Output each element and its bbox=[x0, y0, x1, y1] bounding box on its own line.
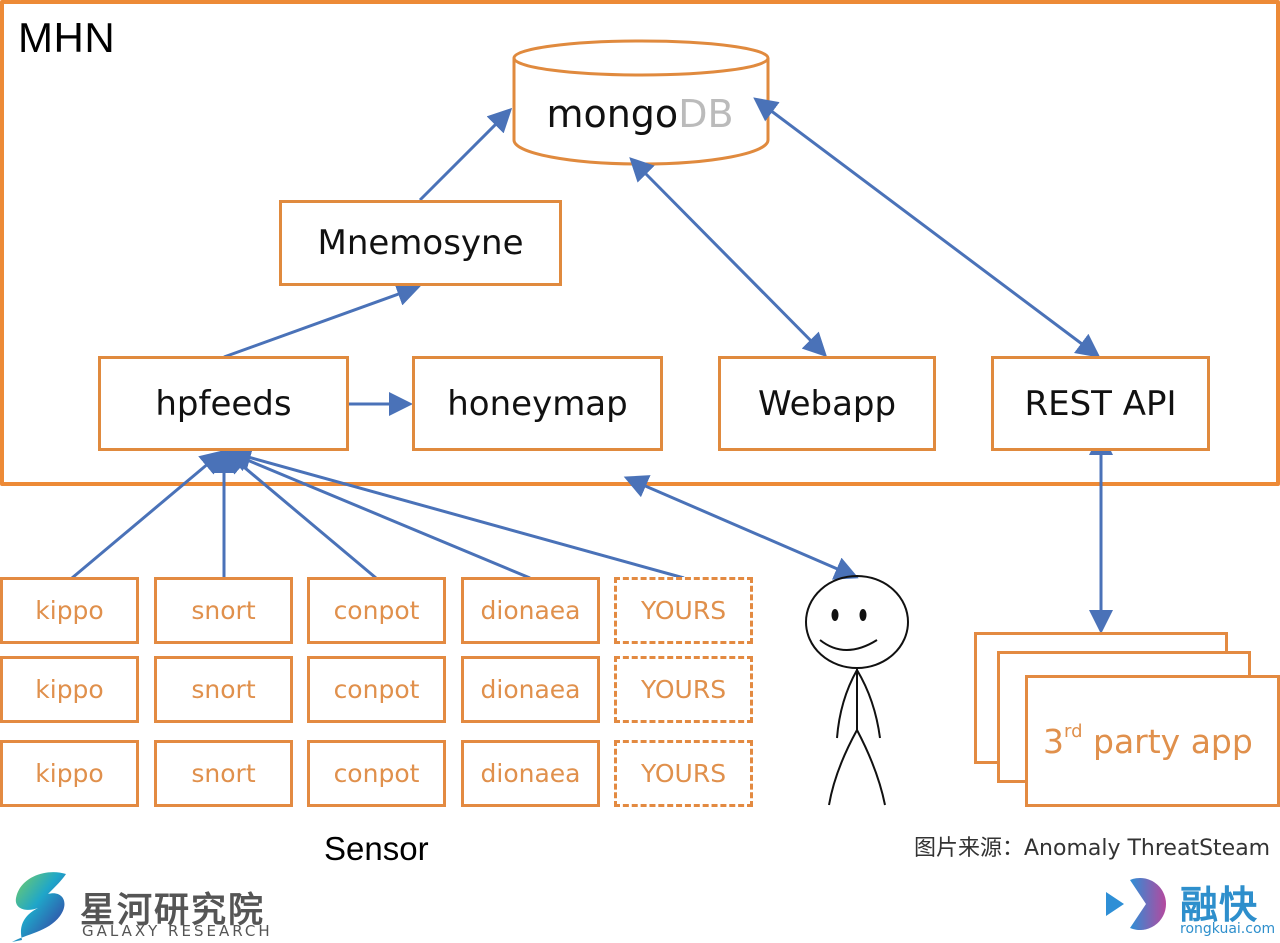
sensor-kippo[interactable]: kippo bbox=[0, 740, 139, 807]
sensor-label: YOURS bbox=[640, 675, 727, 704]
honeymap-label: honeymap bbox=[447, 383, 628, 424]
galaxy-research-logo-en: GALAXY RESEARCH bbox=[82, 922, 273, 940]
webapp-label: Webapp bbox=[757, 383, 897, 424]
sensor-label: dionaea bbox=[480, 596, 581, 625]
user-stick-figure-icon bbox=[805, 575, 909, 806]
arrow-hpfeeds-to-mnemosyne bbox=[223, 282, 421, 359]
arrow-yours-to-hpfeeds bbox=[227, 446, 685, 580]
mnemosyne-label: Mnemosyne bbox=[317, 223, 524, 263]
rest-api-box[interactable]: REST API bbox=[991, 356, 1210, 451]
arrow-mnemosyne-to-mongodb bbox=[418, 107, 513, 202]
sensor-label: dionaea bbox=[480, 675, 581, 704]
sensor-label: snort bbox=[191, 596, 256, 625]
rongkuai-logo-en: rongkuai.com bbox=[1180, 921, 1276, 937]
sensor-yours[interactable]: YOURS bbox=[614, 577, 753, 644]
third-party-app-card-front[interactable] bbox=[1025, 675, 1280, 807]
mongodb-name-mongo: mongo bbox=[546, 92, 679, 136]
galaxy-research-logo-icon bbox=[12, 872, 66, 942]
sensor-label: conpot bbox=[333, 759, 420, 788]
sensor-kippo[interactable]: kippo bbox=[0, 577, 139, 644]
sensor-conpot[interactable]: conpot bbox=[307, 740, 446, 807]
sensor-yours[interactable]: YOURS bbox=[614, 656, 753, 723]
sensor-caption: Sensor bbox=[324, 830, 429, 867]
sensor-dionaea[interactable]: dionaea bbox=[461, 577, 600, 644]
arrow-mongodb-webapp bbox=[629, 157, 828, 358]
hpfeeds-box[interactable]: hpfeeds bbox=[98, 356, 349, 451]
sensor-conpot[interactable]: conpot bbox=[307, 577, 446, 644]
mongodb-label: mongoDB bbox=[512, 92, 768, 136]
honeymap-box[interactable]: honeymap bbox=[412, 356, 663, 451]
sensor-snort[interactable]: snort bbox=[154, 740, 293, 807]
sensor-label: YOURS bbox=[640, 759, 727, 788]
arrow-kippo-to-hpfeeds bbox=[71, 450, 225, 580]
third-party-number: 3 bbox=[1043, 722, 1064, 761]
sensor-label: kippo bbox=[35, 759, 104, 788]
sensor-kippo[interactable]: kippo bbox=[0, 656, 139, 723]
sensor-label: kippo bbox=[35, 675, 104, 704]
third-party-text: party app bbox=[1082, 722, 1253, 761]
mongodb-name-db: DB bbox=[678, 92, 734, 136]
arrow-conpot-to-hpfeeds bbox=[223, 450, 377, 580]
hpfeeds-label: hpfeeds bbox=[155, 383, 292, 424]
sensor-yours[interactable]: YOURS bbox=[614, 740, 753, 807]
rongkuai-logo-cn: 融快 bbox=[1180, 883, 1259, 927]
webapp-box[interactable]: Webapp bbox=[718, 356, 936, 451]
sensor-label: conpot bbox=[333, 596, 420, 625]
image-source-credit: 图片来源：Anomaly ThreatSteam bbox=[914, 836, 1271, 861]
sensor-label: snort bbox=[191, 675, 256, 704]
galaxy-research-logo-cn: 星河研究院 bbox=[80, 891, 266, 931]
mongodb-cylinder-icon bbox=[512, 39, 770, 166]
arrow-dionaea-to-hpfeeds bbox=[225, 449, 531, 580]
sensor-snort[interactable]: snort bbox=[154, 577, 293, 644]
sensor-label: YOURS bbox=[640, 596, 727, 625]
sensor-label: dionaea bbox=[480, 759, 581, 788]
mhn-title: MHN bbox=[18, 14, 116, 61]
rest-api-label: REST API bbox=[1024, 383, 1177, 424]
sensor-label: snort bbox=[191, 759, 256, 788]
third-party-suffix: rd bbox=[1064, 721, 1083, 742]
mnemosyne-box[interactable]: Mnemosyne bbox=[279, 200, 562, 286]
sensor-snort[interactable]: snort bbox=[154, 656, 293, 723]
sensor-dionaea[interactable]: dionaea bbox=[461, 740, 600, 807]
sensor-dionaea[interactable]: dionaea bbox=[461, 656, 600, 723]
third-party-app-label: 3rd party app bbox=[1043, 721, 1253, 761]
sensor-label: kippo bbox=[35, 596, 104, 625]
arrow-mongodb-restapi bbox=[753, 97, 1101, 358]
sensor-label: conpot bbox=[333, 675, 420, 704]
rongkuai-logo-icon bbox=[1106, 878, 1166, 930]
sensor-conpot[interactable]: conpot bbox=[307, 656, 446, 723]
arrow-mhn-user bbox=[623, 475, 859, 580]
